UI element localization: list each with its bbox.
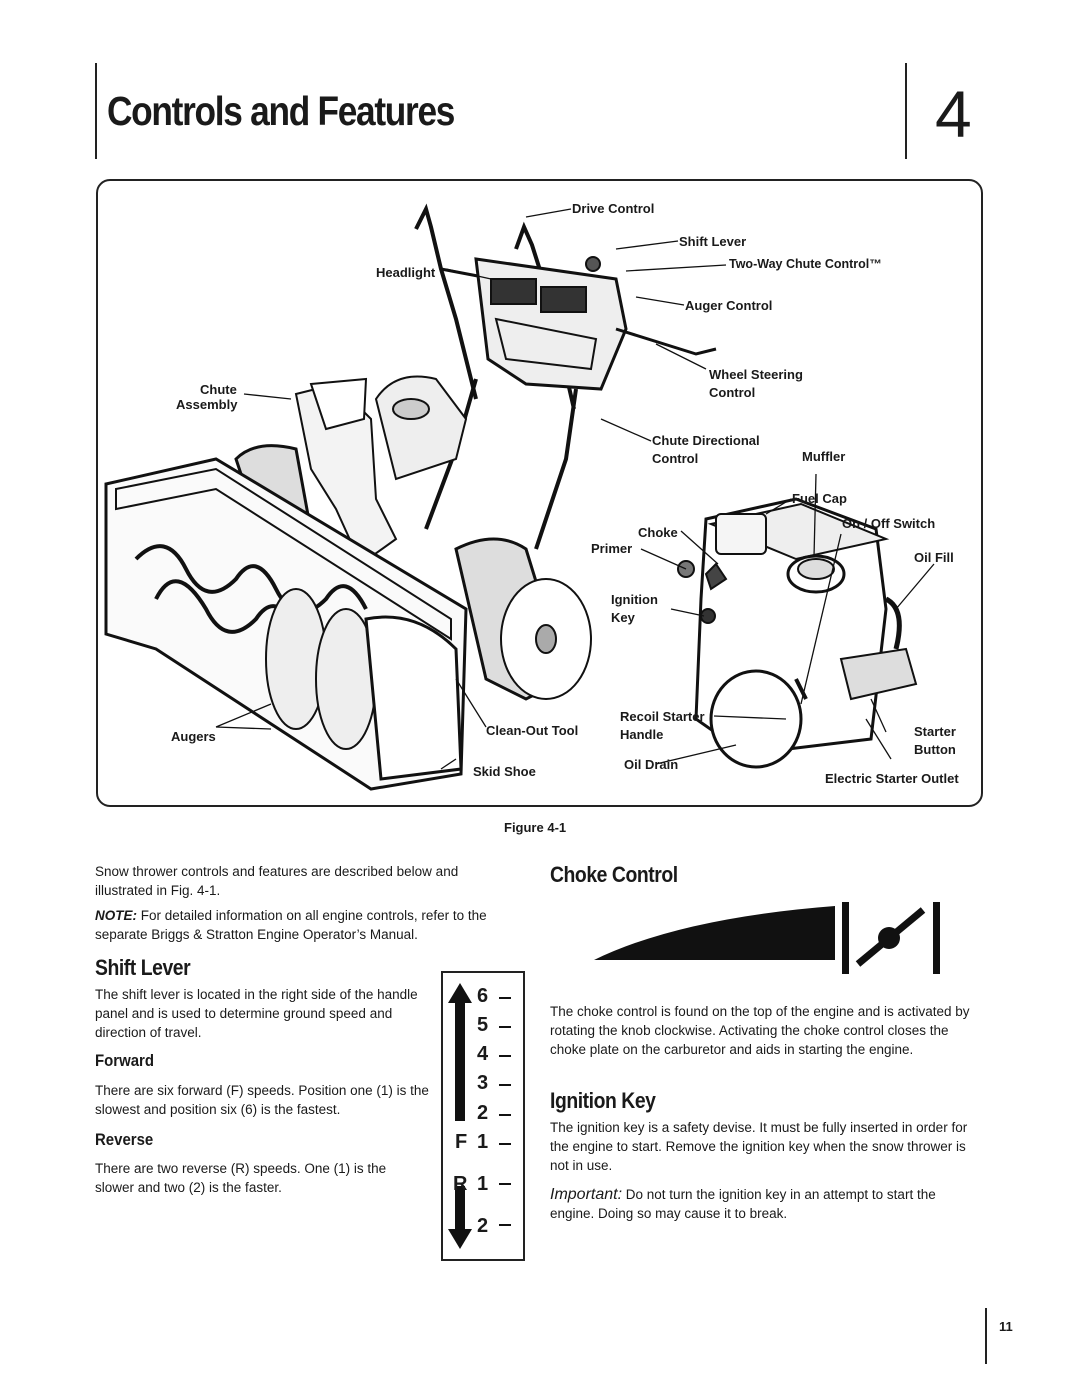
label-auger-control: Auger Control — [685, 298, 773, 313]
label-electric-starter-outlet: Electric Starter Outlet — [825, 771, 959, 786]
label-chute-directional-1: Chute Directional — [652, 433, 760, 448]
label-recoil-2: Handle — [620, 727, 664, 742]
label-chute-assembly-2: Assembly — [176, 397, 238, 412]
reverse-speed-1: 1 — [477, 1173, 489, 1195]
label-shift-lever: Shift Lever — [679, 234, 747, 249]
label-oil-drain: Oil Drain — [624, 757, 679, 772]
important-paragraph: Important: Do not turn the ignition key … — [550, 1185, 980, 1223]
label-choke: Choke — [638, 525, 678, 540]
label-fuel-cap: Fuel Cap — [792, 491, 847, 506]
header-right-rule — [905, 63, 907, 159]
speed-6: 6 — [477, 985, 489, 1007]
reverse-speed-2: 2 — [477, 1215, 489, 1237]
forward-f-label: F — [455, 1131, 468, 1153]
choke-symbol-icon — [594, 902, 940, 974]
shift-lever-text: The shift lever is located in the right … — [95, 987, 418, 1040]
forward-text: There are six forward (F) speeds. Positi… — [95, 1083, 429, 1117]
speed-4: 4 — [477, 1043, 489, 1065]
label-starter-2: Button — [914, 742, 956, 757]
label-primer: Primer — [591, 541, 633, 556]
note-paragraph: NOTE: For detailed information on all en… — [95, 906, 515, 944]
figure-frame — [96, 179, 983, 807]
page-number: 11 — [999, 1319, 1013, 1334]
label-clean-out-tool: Clean-Out Tool — [486, 723, 579, 738]
label-drive-control: Drive Control — [572, 201, 655, 216]
ignition-key-heading: Ignition Key — [550, 1088, 656, 1113]
reverse-r-label: R — [453, 1173, 468, 1195]
important-label: Important: — [550, 1186, 623, 1203]
forward-heading: Forward — [95, 1051, 155, 1070]
footer-rule — [985, 1308, 987, 1364]
label-ignition-1: Ignition — [611, 592, 658, 607]
label-recoil-1: Recoil Starter — [620, 709, 705, 724]
important-text: Do not turn the ignition key in an attem… — [550, 1187, 936, 1221]
chapter-title: Controls and Features — [107, 88, 455, 134]
note-label: NOTE: — [95, 908, 137, 923]
figure-caption: Figure 4-1 — [504, 820, 567, 835]
label-chute-assembly-1: Chute — [200, 382, 237, 397]
label-oil-fill: Oil Fill — [914, 550, 954, 565]
shift-direction-arrow — [448, 983, 511, 1249]
label-on-off-switch: On / Off Switch — [842, 516, 936, 531]
speed-5: 5 — [477, 1014, 489, 1036]
ignition-key-text: The ignition key is a safety devise. It … — [550, 1120, 968, 1173]
label-headlight: Headlight — [376, 265, 436, 280]
reverse-text: There are two reverse (R) speeds. One (1… — [95, 1161, 387, 1195]
note-text: For detailed information on all engine c… — [95, 908, 487, 942]
choke-control-heading: Choke Control — [550, 862, 678, 887]
speed-2: 2 — [477, 1102, 489, 1124]
forward-speed-1: 1 — [477, 1131, 489, 1153]
header-left-rule — [95, 63, 97, 159]
label-augers: Augers — [171, 729, 216, 744]
label-starter-1: Starter — [914, 724, 956, 739]
shift-speed-panel — [441, 971, 525, 1261]
choke-control-text: The choke control is found on the top of… — [550, 1004, 970, 1057]
snow-thrower-illustration — [104, 203, 935, 791]
intro-paragraph: Snow thrower controls and features are d… — [95, 864, 459, 898]
chapter-number: 4 — [935, 77, 972, 151]
label-wheel-steering-1: Wheel Steering — [709, 367, 803, 382]
label-chute-control: Two-Way Chute Control™ — [729, 257, 882, 271]
shift-lever-heading: Shift Lever — [95, 955, 191, 980]
speed-3: 3 — [477, 1072, 489, 1094]
label-skid-shoe: Skid Shoe — [473, 764, 536, 779]
label-muffler: Muffler — [802, 449, 846, 464]
label-wheel-steering-2: Control — [709, 385, 756, 400]
label-ignition-2: Key — [611, 610, 635, 625]
label-chute-directional-2: Control — [652, 451, 699, 466]
reverse-heading: Reverse — [95, 1130, 154, 1149]
